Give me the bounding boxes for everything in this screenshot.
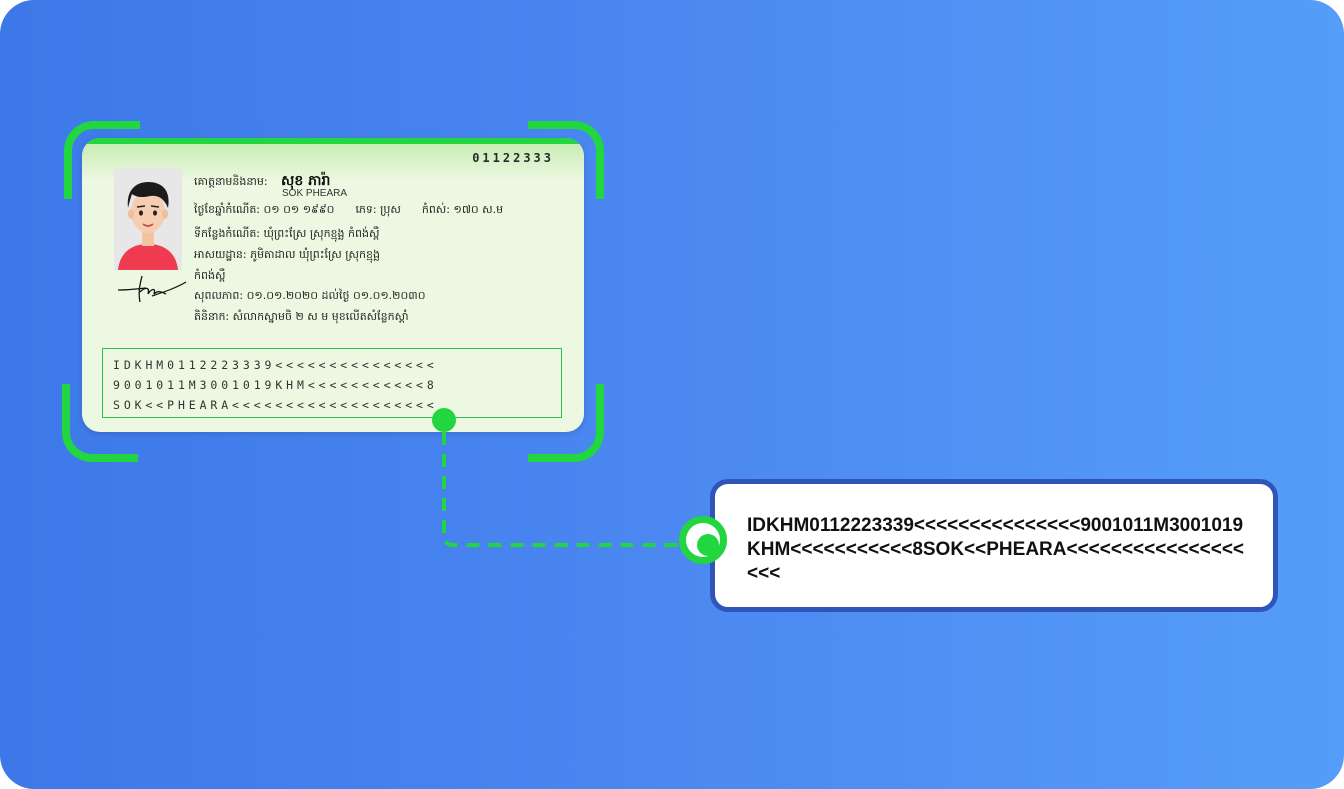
person-portrait-icon [114,168,182,270]
marks-row: តិនិនាក: សំលាកស្នាមចិ ២ ស ម មុខលើតសំន្លែ… [194,310,409,326]
address-row: អាសយដ្ឋាន: ភូមិតាដាល ឃុំព្រះស្រែ ស្រុកខ្… [194,248,380,264]
scan-frame-corner-top-right [528,121,604,199]
height-label: កំពស់: [421,203,450,216]
sex-label: ភេទ: [355,203,377,216]
birthplace-row: ទីកន្លែងកំណើត: ឃុំព្រះស្រែ ស្រុកខ្មុង្ឆ … [194,227,379,243]
name-latin: SOK PHEARA [282,188,348,199]
card-number: 01122333 [472,151,554,165]
birthplace-value: ឃុំព្រះស្រែ ស្រុកខ្មុង្ឆ កំពង់ស្ពឺ [263,227,380,240]
validity-value: ០១.០១.២០២០ ដល់ថ្ងៃ ០១.០១.២០៣០ [246,289,426,302]
mrz-line-2: 9001011M3001019KHM<<<<<<<<<<<8 [113,378,438,392]
dob-label: ថ្ងៃខែឆ្នាំកំណើត: [194,203,261,216]
mrz-result-card: IDKHM0112223339<<<<<<<<<<<<<<<9001011M30… [710,479,1278,612]
scan-frame-corner-top-left [64,121,140,199]
mrz-line-1: IDKHM0112223339<<<<<<<<<<<<<<< [113,358,438,372]
address-line2: កំពង់ស្ពឺ [194,269,226,282]
marks-value: សំលាកស្នាមចិ ២ ស ម មុខលើតសំន្លែកស្តាំ [232,310,409,323]
name-field: គោត្តនាមនិងនាម: សុខ ភារ៉ា [194,171,330,192]
name-label: គោត្តនាមនិងនាម: [194,175,268,188]
dob-value: ០១ ០១ ១៩៩០ [263,203,335,216]
height-value: ១៧០ ស.ម [453,203,504,216]
address-value: ភូមិតាដាល ឃុំព្រះស្រែ ស្រុកខ្មុង្ឆ [250,248,380,261]
mrz-anchor-dot [432,408,456,432]
signature-icon [116,272,188,308]
name-khmer: សុខ ភារ៉ា [281,173,331,189]
dob-sex-height-row: ថ្ងៃខែឆ្នាំកំណើត: ០១ ០១ ១៩៩០ ភេទ: ប្រុស … [194,203,503,219]
address-label: អាសយដ្ឋាន: [194,248,247,261]
birthplace-label: ទីកន្លែងកំណើត: [194,227,261,240]
scan-frame-corner-bottom-left [62,384,138,462]
mrz-zone: IDKHM0112223339<<<<<<<<<<<<<<< 9001011M3… [102,348,562,418]
sex-value: ប្រុស [380,203,401,216]
id-card: 01122333 [82,138,584,432]
mrz-line-3: SOK<<PHEARA<<<<<<<<<<<<<<<<<<< [113,398,438,412]
mrz-result-text: IDKHM0112223339<<<<<<<<<<<<<<<9001011M30… [747,515,1245,584]
marks-label: តិនិនាក: [194,310,230,323]
card-top-accent [82,138,584,144]
validity-row: សុពលភាព: ០១.០១.២០២០ ដល់ថ្ងៃ ០១.០១.២០៣០ [194,289,425,305]
result-connector-dot [697,534,719,556]
validity-label: សុពលភាព: [194,289,244,302]
